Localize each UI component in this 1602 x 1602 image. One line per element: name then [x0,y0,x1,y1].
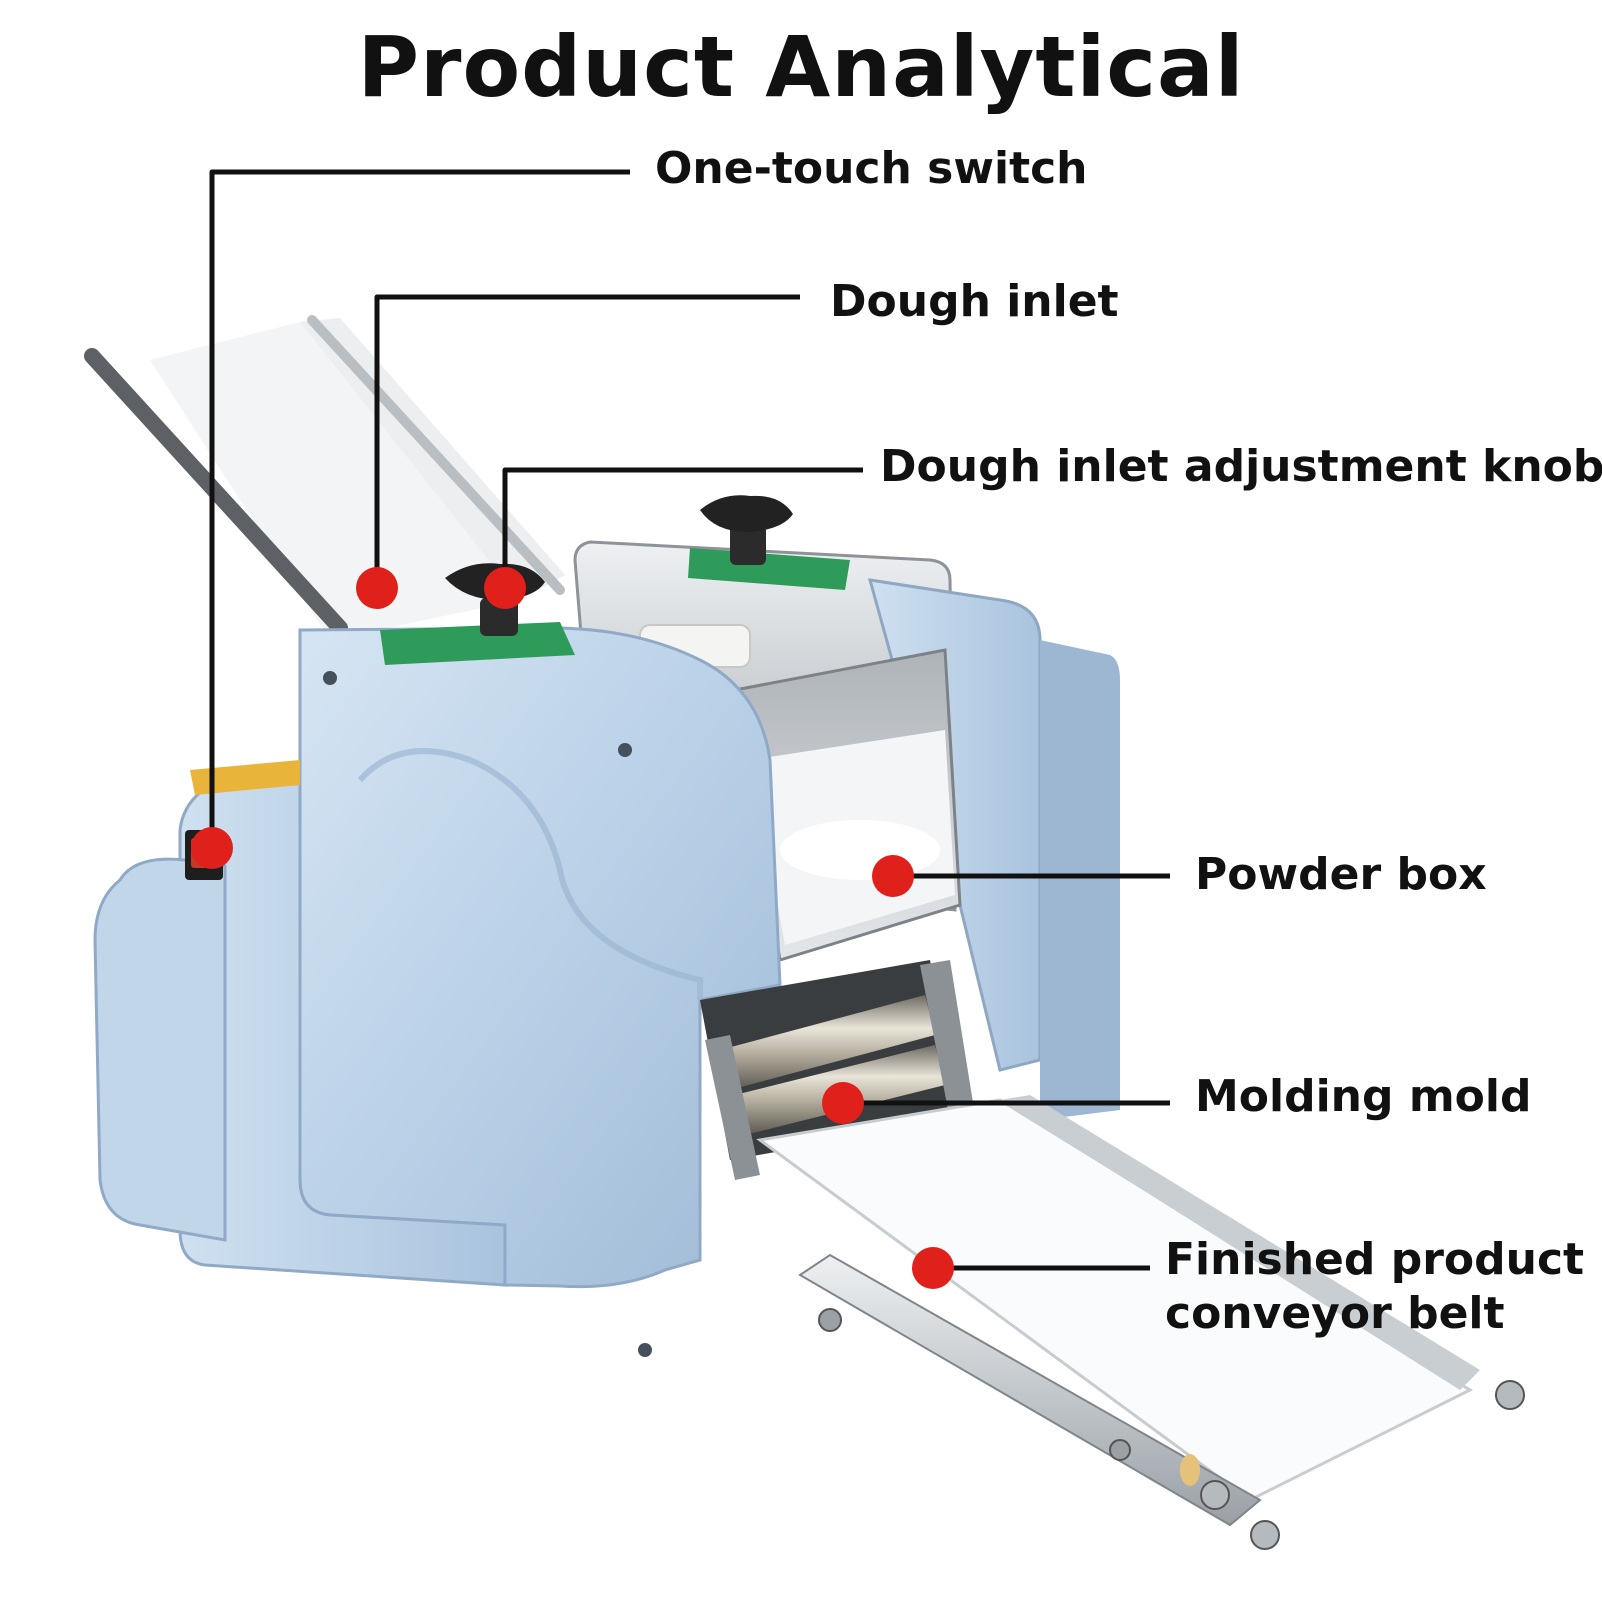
callout-label-one-touch-switch: One-touch switch [655,143,1088,194]
callout-label-adjustment-knob: Dough inlet adjustment knob [880,441,1602,492]
callout-label-powder-box: Powder box [1195,849,1487,900]
leader-switch [209,169,630,828]
marker-knob [484,567,526,609]
marker-powder [872,855,914,897]
callout-label-conveyor-belt: Finished product conveyor belt [1165,1233,1584,1340]
conveyor-belt [756,1095,1525,1550]
marker-switch [191,827,233,869]
callout-label-dough-inlet: Dough inlet [830,276,1119,327]
marker-mold [822,1082,864,1124]
machine-body [93,622,782,1357]
marker-inlet [356,567,398,609]
page-title: Product Analytical [357,18,1245,116]
feed-tray [84,315,565,640]
leader-knob [502,467,863,575]
leader-inlet [374,294,800,572]
callout-label-molding-mold: Molding mold [1195,1071,1532,1122]
callout-label-line: conveyor belt [1165,1287,1505,1339]
callout-label-line: Finished product [1165,1234,1585,1285]
marker-belt [912,1247,954,1289]
